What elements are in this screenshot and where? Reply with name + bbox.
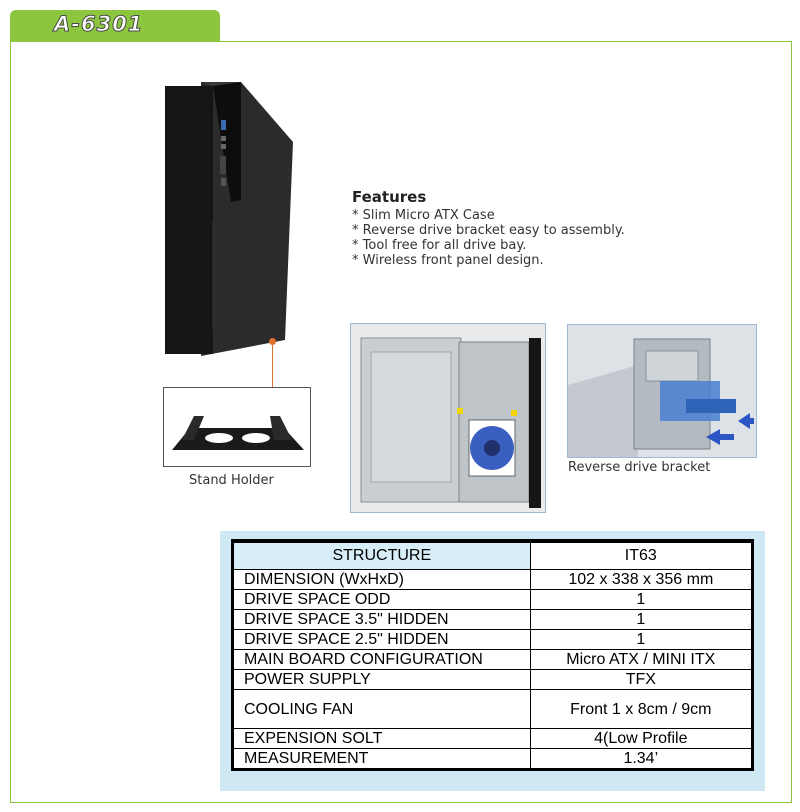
- feature-item: * Tool free for all drive bay.: [352, 238, 527, 253]
- pc-case-image: [165, 82, 293, 356]
- stand-holder-image-frame: [163, 387, 311, 467]
- spec-label: COOLING FAN: [233, 689, 531, 729]
- spec-value: 1: [529, 589, 753, 610]
- features-section: Features * Slim Micro ATX Case * Reverse…: [352, 188, 625, 268]
- spec-value: 1: [529, 609, 753, 630]
- spec-value: 1.34’: [529, 748, 753, 769]
- spec-row: DRIVE SPACE 3.5" HIDDEN 1: [233, 609, 753, 630]
- spec-row: DIMENSION (WxHxD) 102 x 338 x 356 mm: [233, 569, 753, 590]
- features-list: * Slim Micro ATX Case * Reverse drive br…: [352, 208, 625, 268]
- spec-row: COOLING FAN Front 1 x 8cm / 9cm: [233, 689, 753, 729]
- case-interior-image: [351, 324, 545, 512]
- spec-row: DRIVE SPACE ODD 1: [233, 589, 753, 610]
- content-frame: [10, 41, 792, 803]
- reverse-drive-bracket-caption: Reverse drive bracket: [568, 460, 711, 475]
- stand-holder-caption: Stand Holder: [189, 473, 274, 488]
- model-tab: A-6301: [10, 10, 220, 41]
- spec-row: MEASUREMENT 1.34’: [233, 748, 753, 769]
- spec-value: 4(Low Profile: [529, 728, 753, 749]
- spec-row: DRIVE SPACE 2.5" HIDDEN 1: [233, 629, 753, 650]
- model-title: A-6301: [53, 12, 144, 37]
- feature-item: * Slim Micro ATX Case: [352, 208, 495, 223]
- spec-label: EXPENSION SOLT: [233, 728, 531, 749]
- reverse-drive-bracket-image: [568, 325, 756, 457]
- spec-value: Front 1 x 8cm / 9cm: [529, 689, 753, 729]
- spec-row: MAIN BOARD CONFIGURATION Micro ATX / MIN…: [233, 649, 753, 670]
- reverse-drive-bracket-photo: [567, 324, 757, 458]
- spec-label: DRIVE SPACE 3.5" HIDDEN: [233, 609, 531, 630]
- spec-row: EXPENSION SOLT 4(Low Profile: [233, 728, 753, 749]
- spec-label: MAIN BOARD CONFIGURATION: [233, 649, 531, 670]
- leader-line: [272, 342, 273, 387]
- spec-value: Micro ATX / MINI ITX: [529, 649, 753, 670]
- spec-label: DRIVE SPACE ODD: [233, 589, 531, 610]
- spec-table: STRUCTURE IT63 DIMENSION (WxHxD) 102 x 3…: [231, 539, 754, 771]
- spec-header-row: STRUCTURE IT63: [233, 541, 753, 570]
- leader-dot: [269, 338, 276, 345]
- spec-row: POWER SUPPLY TFX: [233, 669, 753, 690]
- spec-value: 102 x 338 x 356 mm: [529, 569, 753, 590]
- spec-header-value: IT63: [529, 541, 753, 570]
- case-interior-photo: [350, 323, 546, 513]
- spec-label: POWER SUPPLY: [233, 669, 531, 690]
- stand-holder-image: [172, 416, 304, 450]
- spec-header-label: STRUCTURE: [233, 541, 531, 570]
- spec-label: DRIVE SPACE 2.5" HIDDEN: [233, 629, 531, 650]
- features-title: Features: [352, 188, 427, 206]
- spec-label: DIMENSION (WxHxD): [233, 569, 531, 590]
- spec-label: MEASUREMENT: [233, 748, 531, 769]
- spec-value: TFX: [529, 669, 753, 690]
- feature-item: * Reverse drive bracket easy to assembly…: [352, 223, 625, 238]
- feature-item: * Wireless front panel design.: [352, 253, 544, 268]
- spec-value: 1: [529, 629, 753, 650]
